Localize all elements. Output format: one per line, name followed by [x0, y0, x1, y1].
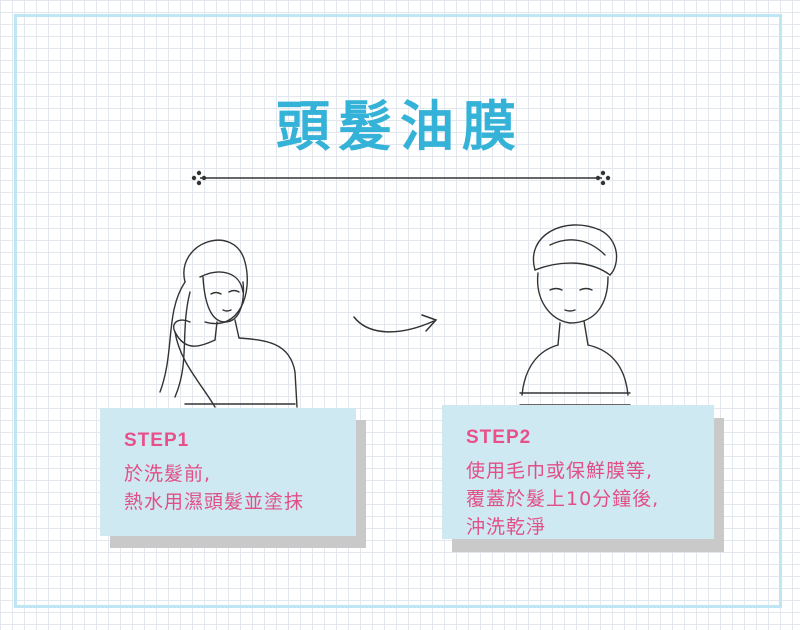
curved-arrow-icon [353, 314, 438, 333]
step1-text: 於洗髮前, 熱水用濕頭髮並塗抹 [124, 463, 305, 513]
page-frame [14, 14, 782, 608]
woman-applying-hair-oil-illustration [159, 239, 298, 408]
page-title: 頭髮油膜 [276, 95, 524, 158]
step2-text: 使用毛巾或保鮮膜等, 覆蓋於髮上10分鐘後, 沖洗乾淨 [466, 460, 660, 538]
step2-label: STEP2 [466, 427, 532, 448]
ornament-divider-icon [191, 170, 611, 186]
step2-card: STEP2 使用毛巾或保鮮膜等, 覆蓋於髮上10分鐘後, 沖洗乾淨 [442, 405, 714, 539]
step1-card: STEP1 於洗髮前, 熱水用濕頭髮並塗抹 [100, 408, 356, 536]
step1-label: STEP1 [124, 430, 190, 451]
woman-with-towel-turban-illustration [519, 224, 631, 406]
